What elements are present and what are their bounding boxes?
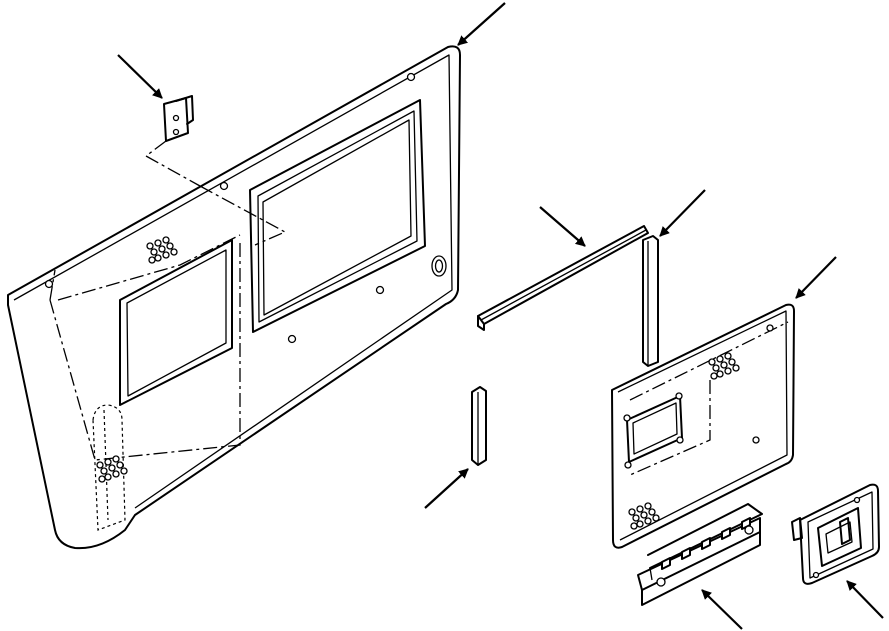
hinge-strip bbox=[637, 503, 763, 606]
fastener-hole bbox=[162, 251, 170, 259]
fastener-holes-plate-top bbox=[708, 352, 740, 380]
fastener-hole bbox=[112, 455, 120, 463]
fastener-hole bbox=[640, 511, 648, 519]
horizontal-seal bbox=[477, 225, 649, 331]
fastener-hole bbox=[652, 514, 660, 522]
fastener-hole bbox=[628, 508, 636, 516]
fastener-hole bbox=[712, 364, 720, 372]
fastener-hole bbox=[630, 522, 638, 530]
hinge-tabs bbox=[661, 517, 751, 570]
fastener-hole bbox=[636, 505, 644, 513]
fastener-hole bbox=[716, 370, 724, 378]
hinge-tab bbox=[701, 537, 711, 550]
fastener-hole bbox=[732, 364, 740, 372]
fastener-hole bbox=[100, 467, 108, 475]
arrow-hinge-strip bbox=[701, 589, 743, 630]
arrow-latch-handle bbox=[846, 580, 884, 619]
fastener-hole bbox=[116, 461, 124, 469]
fastener-hole bbox=[154, 254, 162, 262]
arrow-vertical-seal-left bbox=[424, 468, 469, 509]
fastener-hole bbox=[146, 242, 154, 250]
hinge-tab bbox=[721, 527, 731, 540]
hinge-tab bbox=[741, 517, 751, 530]
callout-arrows bbox=[117, 2, 884, 630]
vertical-seal-left bbox=[471, 386, 487, 466]
fastener-hole bbox=[724, 367, 732, 375]
fastener-hole bbox=[166, 242, 174, 250]
fastener-hole bbox=[716, 355, 724, 363]
hinge-tab bbox=[661, 557, 671, 570]
fastener-hole bbox=[648, 508, 656, 516]
fastener-hole bbox=[162, 236, 170, 244]
fastener-hole bbox=[708, 358, 716, 366]
latch-handle bbox=[791, 483, 880, 585]
bracket bbox=[144, 95, 287, 246]
fastener-hole bbox=[720, 361, 728, 369]
arrow-bracket bbox=[117, 54, 163, 99]
fastener-hole bbox=[710, 372, 718, 380]
fastener-hole bbox=[632, 514, 640, 522]
fastener-hole bbox=[96, 461, 104, 469]
fastener-hole bbox=[154, 239, 162, 247]
fastener-hole bbox=[104, 473, 112, 481]
fastener-holes-upper bbox=[146, 236, 178, 264]
hinge-tab bbox=[681, 547, 691, 560]
fastener-hole bbox=[728, 358, 736, 366]
fastener-holes-plate-bottom bbox=[628, 502, 660, 530]
arrow-inner-plate bbox=[795, 256, 837, 299]
arrow-horizontal-seal bbox=[539, 206, 586, 247]
fastener-hole bbox=[170, 248, 178, 256]
fastener-hole bbox=[636, 520, 644, 528]
fastener-hole bbox=[644, 517, 652, 525]
door-panel bbox=[7, 45, 461, 550]
inner-plate bbox=[611, 303, 795, 549]
vertical-seal-right bbox=[642, 235, 659, 367]
fastener-hole bbox=[104, 458, 112, 466]
fastener-hole bbox=[644, 502, 652, 510]
fastener-hole bbox=[148, 256, 156, 264]
fastener-hole bbox=[108, 464, 116, 472]
fastener-hole bbox=[724, 352, 732, 360]
fastener-hole bbox=[150, 248, 158, 256]
arrow-vertical-seal-right bbox=[659, 189, 706, 237]
fastener-hole bbox=[120, 467, 128, 475]
fastener-hole bbox=[112, 470, 120, 478]
fastener-holes-lower bbox=[96, 455, 128, 483]
fastener-hole bbox=[158, 245, 166, 253]
fastener-hole bbox=[98, 475, 106, 483]
arrow-door-panel bbox=[457, 2, 506, 46]
